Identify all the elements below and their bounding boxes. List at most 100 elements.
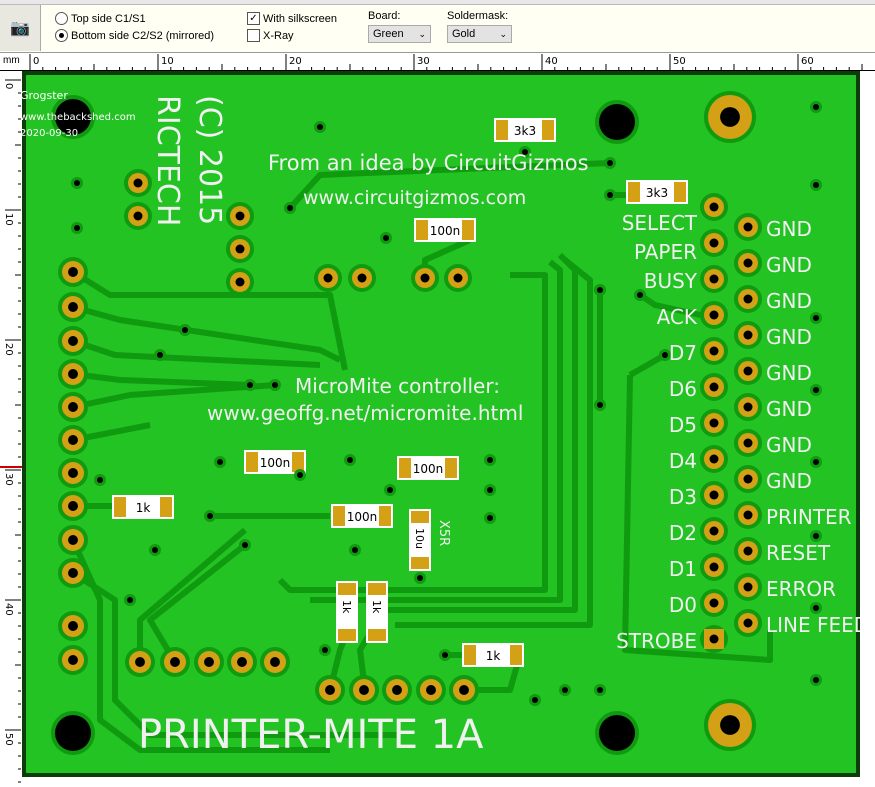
pin-label: RESET (766, 541, 831, 565)
pin-label: ACK (657, 305, 698, 329)
bottom-side-radio[interactable]: Bottom side C2/S2 (mirrored) (55, 29, 214, 42)
component-pad (464, 645, 476, 665)
board-label: Board: (368, 10, 401, 22)
board-color-select[interactable]: Green⌄ (368, 25, 431, 43)
silkscreen-label: With silkscreen (263, 12, 337, 25)
pin-label: GND (766, 253, 812, 277)
via (182, 327, 188, 333)
idea-url: www.circuitgizmos.com (303, 187, 526, 209)
via (813, 104, 819, 110)
xray-checkbox[interactable]: X-Ray (247, 29, 294, 42)
drill-hole (743, 222, 753, 232)
watermark-site: www.thebackshed.com (22, 112, 136, 123)
via (217, 459, 223, 465)
controller-url: www.geoffg.net/micromite.html (207, 401, 523, 425)
component-value: 3k3 (514, 124, 536, 138)
author-text: RICTECH (150, 95, 185, 226)
via (487, 487, 493, 493)
soldermask-select[interactable]: Gold⌄ (447, 25, 512, 43)
component-outline (409, 509, 431, 571)
chevron-down-icon: ⌄ (418, 28, 426, 39)
top-side-label: Top side C1/S1 (71, 12, 146, 25)
silkscreen-checkbox[interactable]: ✓With silkscreen (247, 12, 337, 25)
via (813, 605, 819, 611)
pin-label: PRINTER (766, 505, 852, 529)
via (522, 149, 528, 155)
pin-label: GND (766, 469, 812, 493)
screenshot-button[interactable]: 📷 (0, 5, 41, 51)
via (317, 124, 323, 130)
component-pad (542, 120, 554, 140)
silkscreen: Grogster www.thebackshed.com 2020-09-30 … (22, 89, 589, 758)
drill-hole (68, 267, 78, 277)
via (387, 487, 393, 493)
pin-label: D6 (669, 377, 697, 401)
drill-hole (68, 468, 78, 478)
drill-hole (392, 685, 402, 695)
drill-hole (235, 244, 245, 254)
pin-label: GND (766, 433, 812, 457)
drill-hole (743, 402, 753, 412)
component-pad (510, 645, 522, 665)
smd-component: 100n (414, 218, 476, 242)
drill-hole (743, 618, 753, 628)
pads (51, 91, 822, 755)
component-pad (160, 497, 172, 517)
component-value: 1k (136, 501, 151, 515)
drill-hole (357, 273, 367, 283)
pin-label: D2 (669, 521, 697, 545)
via (442, 652, 448, 658)
component-value: 100n (430, 224, 461, 238)
via (562, 687, 568, 693)
pin-label: SELECT (622, 211, 698, 235)
drill-hole (170, 657, 180, 667)
drill-hole (709, 382, 719, 392)
drill-hole (68, 535, 78, 545)
via (813, 533, 819, 539)
component-value: 1k (486, 649, 501, 663)
via (157, 352, 163, 358)
drill-hole (235, 211, 245, 221)
mounting-hole (599, 104, 635, 140)
via (152, 547, 158, 553)
via (487, 515, 493, 521)
component-pad (246, 452, 258, 472)
drill-hole (68, 435, 78, 445)
board-title: PRINTER-MITE 1A (138, 712, 484, 758)
component-value: 3k3 (646, 186, 668, 200)
camera-icon: 📷 (10, 20, 30, 37)
ruler-label: 20 (289, 56, 302, 67)
component-pad (114, 497, 126, 517)
pin-label: D1 (669, 557, 697, 581)
toolbar-top-border (0, 0, 875, 5)
ruler-label: 40 (3, 603, 14, 616)
via (247, 382, 253, 388)
drill-hole (743, 510, 753, 520)
via (297, 472, 303, 478)
drill-hole (709, 598, 719, 608)
via (813, 677, 819, 683)
drill-hole (709, 418, 719, 428)
via (662, 352, 668, 358)
via (287, 205, 293, 211)
drill-hole (743, 258, 753, 268)
drill-hole (720, 107, 740, 127)
pin-label: ERROR (766, 577, 836, 601)
pin-label: D4 (669, 449, 697, 473)
drill-hole (743, 546, 753, 556)
drill-hole (709, 274, 719, 284)
mounting-hole (55, 99, 91, 135)
component-value: 1k (340, 600, 353, 614)
via (127, 597, 133, 603)
via (607, 192, 613, 198)
ruler-label: 50 (3, 733, 14, 746)
component-pad (445, 458, 457, 478)
via (637, 292, 643, 298)
pin-label: D0 (669, 593, 697, 617)
smd-component: 3k3 (494, 118, 556, 142)
component-pad (628, 182, 640, 202)
drill-hole (743, 366, 753, 376)
top-side-radio[interactable]: Top side C1/S1 (55, 12, 146, 25)
component-pad (333, 506, 345, 526)
drill-hole (68, 568, 78, 578)
